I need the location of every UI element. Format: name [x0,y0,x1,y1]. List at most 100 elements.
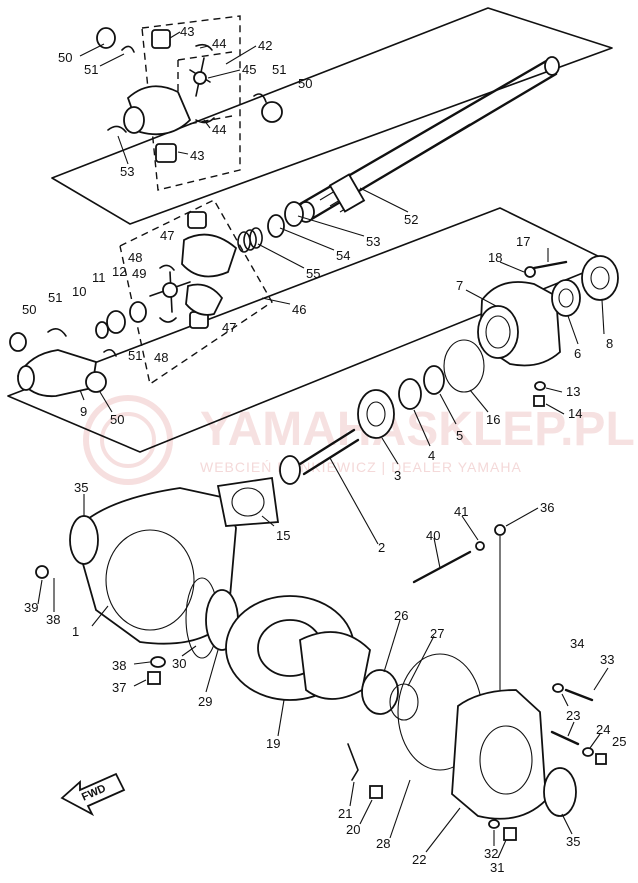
bearing-housing [357,255,619,439]
bearing-cup-43-top [151,29,171,49]
oring-16 [443,339,485,393]
leader-24 [589,733,601,749]
leader-34 [561,693,569,707]
stud-23 [550,730,580,746]
callout-44a: 44 [212,36,226,51]
leader-18 [499,261,525,273]
seal-8-inner [590,266,610,290]
clip-41 [475,541,485,551]
cover-22-bore [479,725,533,795]
housing-7-inner [485,315,511,349]
callout-2: 2 [378,540,385,555]
spider-center [193,71,207,85]
callout-37: 37 [112,680,126,695]
leader-53b [297,215,365,237]
bearing-26 [361,669,399,715]
callout-24: 24 [596,722,610,737]
top-yoke-bore [123,106,145,134]
leader-8 [601,299,605,335]
callout-48a: 48 [128,250,142,265]
callout-48b: 48 [154,350,168,365]
pin-40 [412,550,472,584]
case-1 [73,487,237,645]
seal-3-inner [366,401,386,427]
leader-55 [257,243,305,269]
spring-55 [237,227,263,253]
washer-24 [582,747,594,757]
nut-25 [595,753,607,765]
callout-16: 16 [486,412,500,427]
universal-joint-box-mid [119,199,273,386]
callout-7: 7 [456,278,463,293]
pinion-head [279,455,301,485]
right-cover [412,524,607,841]
washer-54 [267,214,285,238]
bolt-17 [532,260,568,270]
leader-46 [261,297,291,305]
leader-41 [461,515,479,541]
differential-case [35,476,280,685]
clip-48-bottom [159,317,177,323]
leader-19 [277,699,285,737]
leader-54 [279,227,335,251]
callout-15: 15 [276,528,290,543]
callout-50c: 50 [22,302,36,317]
leader-7 [465,289,497,307]
leader-4 [413,409,431,447]
leader-40 [433,537,441,569]
callout-43b: 43 [190,148,204,163]
leader-22 [425,807,461,853]
housing-7-bore [477,305,519,359]
leader-45 [207,69,241,79]
case-1-bore [105,529,195,631]
hub-assembly [299,631,371,700]
callout-43a: 43 [180,24,194,39]
washer-32 [488,819,500,829]
callout-53b: 53 [366,234,380,249]
leader-37 [133,679,147,687]
callout-12: 12 [112,264,126,279]
drive-shaft-collar [328,173,366,213]
gasket-15-hole [231,487,265,517]
seal-35-left [69,515,99,565]
watermark-logo-inner [100,412,156,468]
callout-36: 36 [540,500,554,515]
leader-52 [359,187,409,213]
callout-33: 33 [600,652,614,667]
bearing-4 [398,378,422,410]
leader-51a [99,53,125,67]
yoke-9-bore [17,365,35,391]
seal-8 [581,255,619,301]
leader-30 [181,645,197,657]
callout-18: 18 [488,250,502,265]
bolt-37 [147,671,161,685]
callout-51c: 51 [48,290,62,305]
watermark-subtitle: WEBCIEŃ MAŃKIEWICZ | DEALER YAMAHA [200,459,522,475]
leader-39 [37,579,43,605]
washer-18 [524,266,536,278]
washer-38-lower [150,656,166,668]
callout-5: 5 [456,428,463,443]
leader-53a [117,135,129,165]
bearing-cup-43-bottom [155,143,177,163]
callout-52: 52 [404,212,418,227]
cap-50-lower-left [9,332,27,352]
callout-14: 14 [568,406,582,421]
callout-47b: 47 [222,320,236,335]
bolt-20 [369,785,383,799]
cap-50-top-right [261,101,283,123]
left-yoke-assembly [9,328,117,398]
callout-40: 40 [426,528,440,543]
callout-51a: 51 [84,62,98,77]
leader-23 [567,721,575,737]
washer-12 [129,301,147,323]
universal-joint-box-top [141,15,241,191]
callout-39: 39 [24,600,38,615]
callout-49: 49 [132,266,146,281]
callout-26: 26 [394,608,408,623]
callout-numbers: 50 51 43 44 42 45 51 50 44 43 53 52 53 5… [22,24,626,875]
fwd-arrow: FWD [60,772,126,817]
leader-31 [497,839,507,859]
leader-1 [91,605,109,627]
clip-51-top-right [253,93,267,103]
